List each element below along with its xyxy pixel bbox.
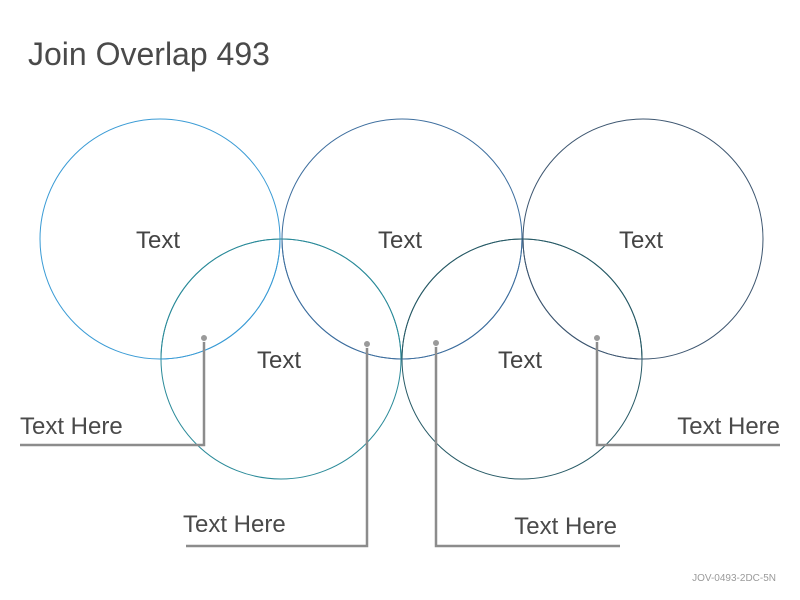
overlap-b-e — [401, 238, 523, 360]
circle-e-petal-tl — [401, 238, 523, 360]
circle-a-petal-br — [159, 238, 281, 360]
circle-a-label: Text — [136, 227, 180, 254]
circle-b-label: Text — [378, 227, 422, 254]
circle-e-petal-bl — [401, 358, 523, 480]
circle-e-label: Text — [498, 347, 542, 374]
circle-c-petal-br — [642, 238, 764, 360]
circle-b-petal-br — [401, 238, 523, 360]
circle-b-petal-tl — [281, 118, 403, 240]
callout-2-leader-line — [186, 344, 369, 548]
callout-1-anchor-dot — [200, 334, 208, 342]
callout-2-anchor-dot — [363, 340, 371, 348]
circle-d-petal-tr — [280, 238, 402, 360]
overlap-a-d — [159, 238, 281, 360]
circle-e-petal-br — [521, 358, 643, 480]
callout-3-anchor-dot — [432, 339, 440, 347]
circle-b-petal-bl — [281, 238, 403, 360]
callout-4-anchor-dot — [593, 334, 601, 342]
circle-e-petal-tl — [401, 238, 523, 360]
circle-e-petal-tr — [521, 238, 643, 360]
callout-4-leader-line — [595, 338, 780, 447]
callout-3-label: Text Here — [514, 513, 617, 540]
circle-b-petal-tr — [401, 118, 523, 240]
callout-2-label: Text Here — [183, 511, 286, 538]
circle-d-petal-tr — [280, 238, 402, 360]
overlap-b-d — [281, 238, 403, 360]
callout-1-leader-line — [20, 338, 206, 447]
circle-e-petal-tr — [521, 238, 643, 360]
circle-d-label: Text — [257, 347, 301, 374]
footer-code: JOV-0493-2DC-5N — [692, 573, 776, 584]
circle-d-petal-tl — [160, 238, 282, 360]
circle-c-petal-bl — [522, 238, 644, 360]
callout-1-label: Text Here — [20, 413, 123, 440]
circle-a-petal-bl — [39, 238, 161, 360]
circle-a-petal-tl — [39, 118, 161, 240]
circle-a-petal-tr — [159, 118, 281, 240]
circle-d-petal-br — [280, 358, 402, 480]
callout-3-leader-line — [434, 343, 620, 548]
overlap-layer — [159, 238, 644, 360]
circle-d-petal-tl — [160, 238, 282, 360]
circle-c-petal-tl — [522, 118, 644, 240]
petals-layer — [39, 118, 764, 480]
circle-c-label: Text — [619, 227, 663, 254]
page-title: Join Overlap 493 — [28, 36, 270, 72]
callout-4-label: Text Here — [677, 413, 780, 440]
circle-d-petal-bl — [160, 358, 282, 480]
circle-c-petal-tr — [642, 118, 764, 240]
overlap-c-e — [522, 238, 644, 360]
